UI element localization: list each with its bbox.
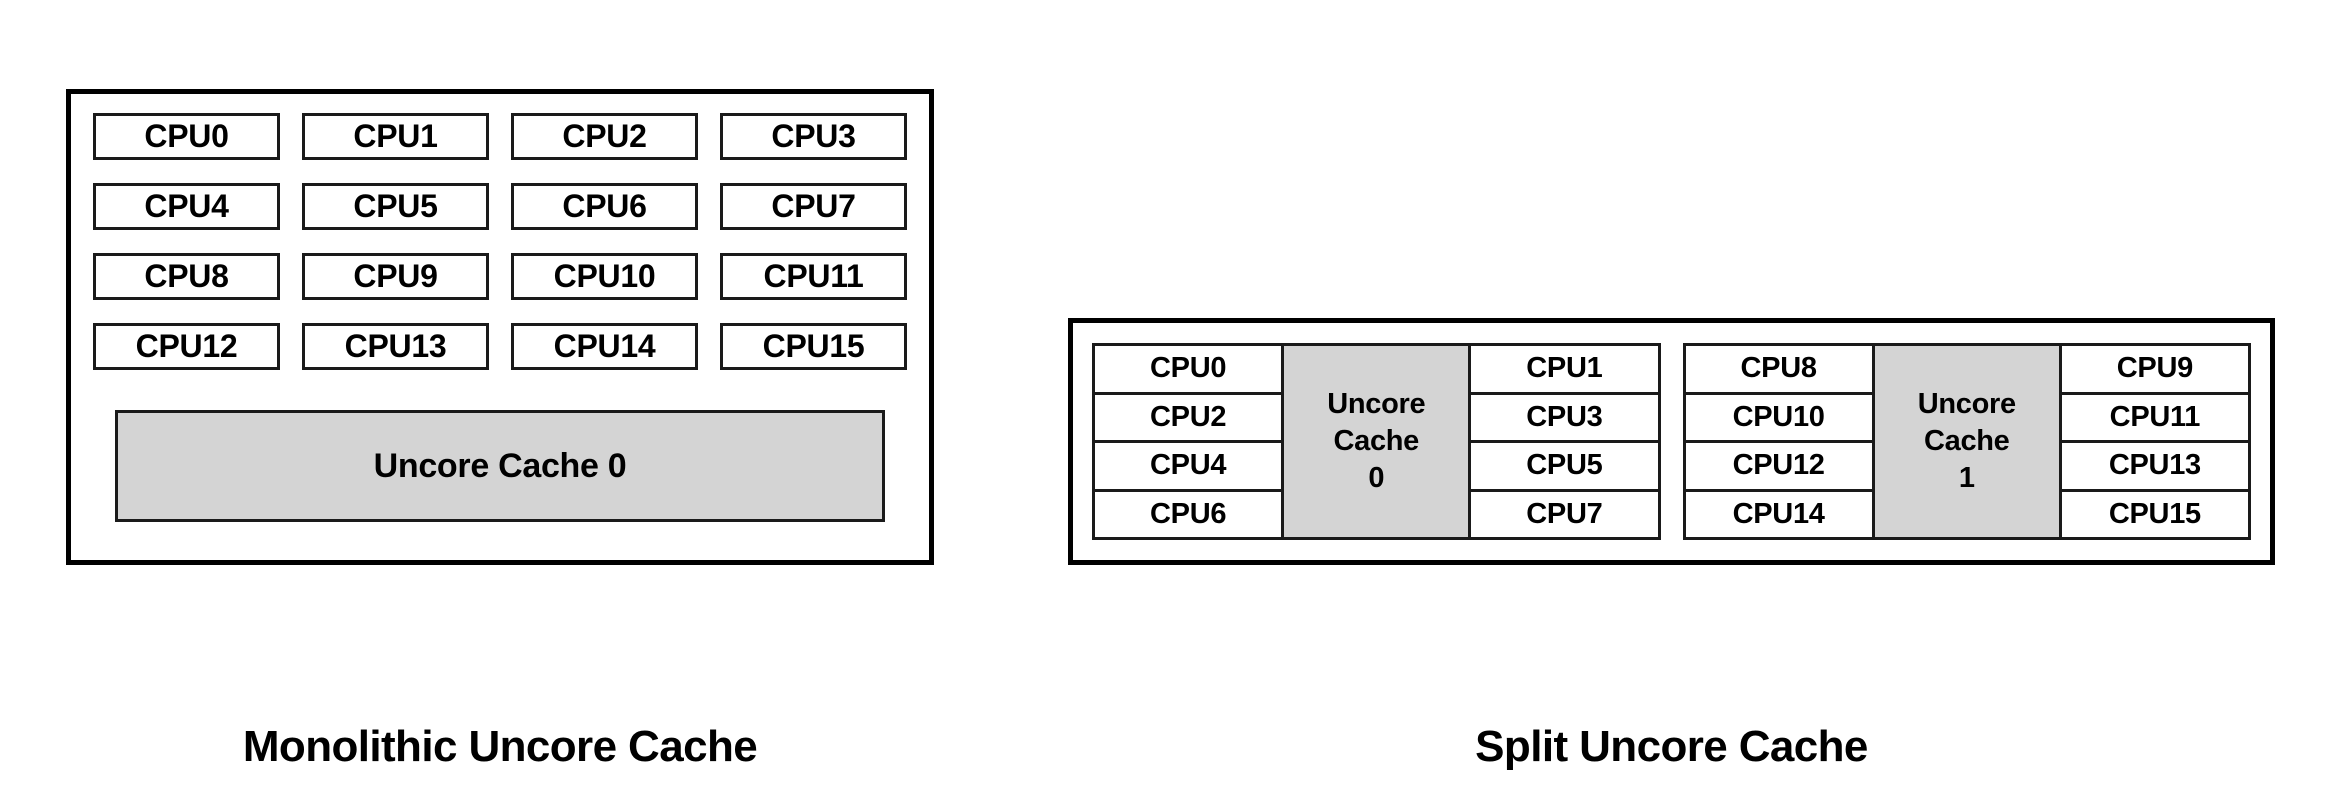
cpu-cell-cpu12: CPU12 [93, 323, 280, 370]
cache-label-line-2: Cache [1333, 424, 1420, 457]
split-caption: Split Uncore Cache [1475, 722, 1868, 771]
cache-label-line-2: Cache [1923, 424, 2010, 457]
cpu-cell-cpu13: CPU13 [302, 323, 489, 370]
cpu-cell-cpu2: CPU2 [511, 113, 698, 160]
split-panel-1: CPU8 CPU10 CPU12 CPU14 Uncore Cache 1 CP… [1682, 343, 2251, 540]
cpu-cell-cpu1: CPU1 [1468, 343, 1661, 395]
cache-label-line-3: 0 [1368, 462, 1385, 495]
split-panel-1-right-column: CPU9 CPU11 CPU13 CPU15 [2058, 343, 2251, 540]
cpu-cell-cpu9: CPU9 [2058, 343, 2251, 395]
cpu-cell-cpu14: CPU14 [511, 323, 698, 370]
cpu-cell-cpu7: CPU7 [720, 183, 907, 230]
cpu-cell-cpu7: CPU7 [1468, 488, 1661, 540]
cpu-cell-cpu1: CPU1 [302, 113, 489, 160]
cpu-cell-cpu2: CPU2 [1092, 391, 1285, 443]
split-uncore-cache-diagram: CPU0 CPU2 CPU4 CPU6 Uncore Cache 0 CPU1 … [1068, 318, 2275, 565]
split-panel-0-right-column: CPU1 CPU3 CPU5 CPU7 [1468, 343, 1661, 540]
cpu-cell-cpu8: CPU8 [1682, 343, 1875, 395]
cpu-cell-cpu9: CPU9 [302, 253, 489, 300]
uncore-cache-1-block: Uncore Cache 1 [1871, 343, 2062, 540]
split-panel-0: CPU0 CPU2 CPU4 CPU6 Uncore Cache 0 CPU1 … [1092, 343, 1661, 540]
cache-label-line-1: Uncore [1917, 387, 2016, 420]
split-panel-1-left-column: CPU8 CPU10 CPU12 CPU14 [1682, 343, 1875, 540]
cpu-cell-cpu15: CPU15 [720, 323, 907, 370]
monolithic-cpu-grid: CPU0 CPU1 CPU2 CPU3 CPU4 CPU5 CPU6 CPU7 … [93, 113, 907, 370]
cpu-cell-cpu10: CPU10 [511, 253, 698, 300]
cpu-cell-cpu6: CPU6 [1092, 488, 1285, 540]
uncore-cache-1-label: Uncore Cache 1 [1918, 386, 2016, 497]
cpu-cell-cpu12: CPU12 [1682, 440, 1875, 492]
cpu-cell-cpu4: CPU4 [1092, 440, 1285, 492]
cpu-cell-cpu0: CPU0 [1092, 343, 1285, 395]
cpu-cell-cpu6: CPU6 [511, 183, 698, 230]
cpu-cell-cpu13: CPU13 [2058, 440, 2251, 492]
cache-label-line-3: 1 [1958, 462, 1975, 495]
cpu-cell-cpu3: CPU3 [720, 113, 907, 160]
uncore-cache-0-block: Uncore Cache 0 [1281, 343, 1472, 540]
split-panel-0-left-column: CPU0 CPU2 CPU4 CPU6 [1092, 343, 1285, 540]
cpu-cell-cpu11: CPU11 [2058, 391, 2251, 443]
cpu-cell-cpu10: CPU10 [1682, 391, 1875, 443]
cpu-cell-cpu4: CPU4 [93, 183, 280, 230]
cache-label-line-1: Uncore [1327, 387, 1426, 420]
uncore-cache-0-block: Uncore Cache 0 [115, 410, 885, 522]
cpu-cell-cpu14: CPU14 [1682, 488, 1875, 540]
cpu-cell-cpu0: CPU0 [93, 113, 280, 160]
monolithic-inner-area: CPU0 CPU1 CPU2 CPU3 CPU4 CPU5 CPU6 CPU7 … [93, 113, 907, 541]
uncore-cache-0-label: Uncore Cache 0 [1327, 386, 1425, 497]
cpu-cell-cpu3: CPU3 [1468, 391, 1661, 443]
cpu-cell-cpu11: CPU11 [720, 253, 907, 300]
cpu-cell-cpu5: CPU5 [302, 183, 489, 230]
cpu-cell-cpu15: CPU15 [2058, 488, 2251, 540]
cpu-cell-cpu8: CPU8 [93, 253, 280, 300]
monolithic-uncore-cache-diagram: CPU0 CPU1 CPU2 CPU3 CPU4 CPU5 CPU6 CPU7 … [66, 89, 934, 565]
monolithic-caption: Monolithic Uncore Cache [242, 722, 758, 771]
split-inner-area: CPU0 CPU2 CPU4 CPU6 Uncore Cache 0 CPU1 … [1092, 343, 2251, 540]
cpu-cell-cpu5: CPU5 [1468, 440, 1661, 492]
